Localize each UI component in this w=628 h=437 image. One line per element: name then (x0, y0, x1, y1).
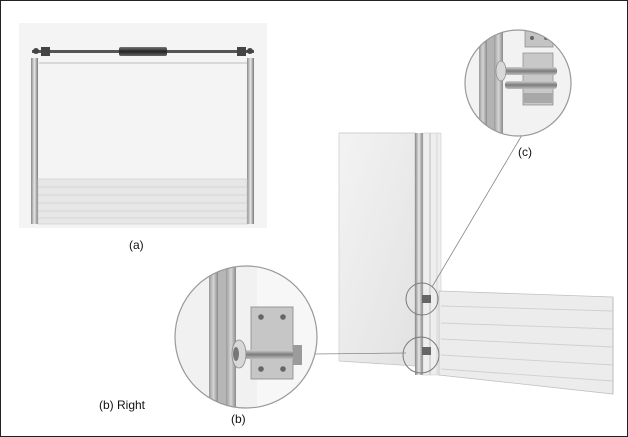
leader-line-c (431, 134, 523, 288)
upper-hinge-detail-icon (464, 29, 572, 137)
label-b-right: (b) Right (99, 398, 146, 412)
leader-line-b (313, 352, 407, 355)
label-a: (a) (129, 238, 144, 252)
lower-hinge-detail-icon (174, 265, 318, 409)
garage-door-overview-icon (19, 23, 267, 228)
door-corner-view (338, 132, 614, 395)
label-c: (c) (518, 145, 532, 159)
label-b: (b) (231, 412, 246, 426)
